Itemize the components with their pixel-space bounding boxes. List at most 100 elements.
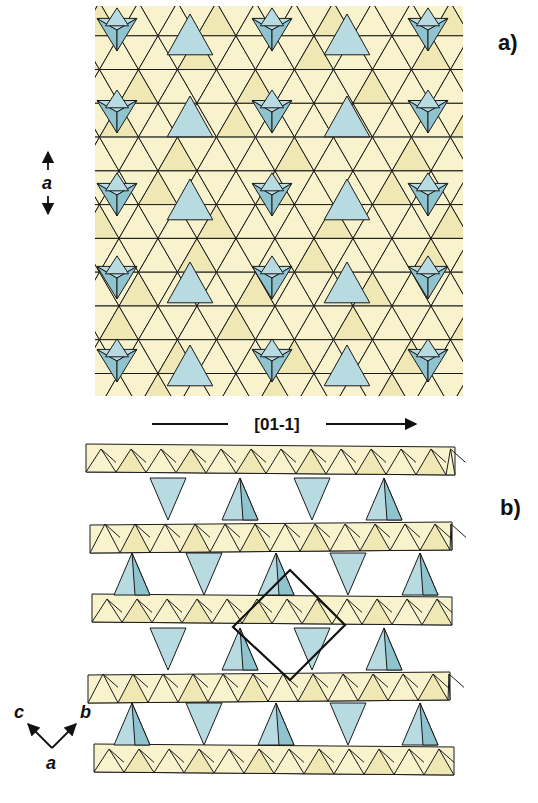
axis-label: c: [14, 703, 24, 721]
tetrahedron: [258, 703, 294, 745]
axis-label: a: [46, 754, 56, 772]
axis-arrow: [52, 724, 76, 748]
octahedron-face: [431, 374, 463, 397]
octahedron-edge: [259, 749, 274, 762]
tetrahedron: [167, 14, 213, 55]
octahedron-edge: [405, 524, 420, 537]
octahedron-face: [360, 524, 390, 551]
octahedron-face: [448, 674, 450, 700]
octahedron-face: [451, 238, 464, 272]
octahedron-edge: [345, 524, 360, 537]
octahedron-face: [422, 599, 452, 625]
tetrahedron: [324, 345, 370, 386]
tetrahedron: [384, 628, 402, 670]
panel-label: a): [498, 32, 518, 54]
tetrahedron: [384, 478, 402, 520]
octahedron-face: [150, 524, 180, 553]
octahedron-face: [92, 599, 122, 622]
tetrahedron: [106, 90, 129, 108]
octahedron-edge: [281, 449, 296, 462]
octahedron-face: [206, 449, 236, 473]
octahedron-face: [152, 599, 182, 623]
octahedron-face: [328, 674, 358, 701]
octahedron-edge: [195, 524, 210, 537]
octahedron-edge: [403, 674, 418, 687]
octahedron-face: [154, 749, 184, 773]
octahedron-face: [326, 449, 356, 474]
octahedron-face: [118, 674, 148, 703]
octahedron-face: [451, 137, 464, 171]
octahedron-edge: [223, 674, 238, 687]
octahedron-face: [424, 749, 454, 775]
octahedron-face: [214, 749, 244, 773]
tetrahedron: [106, 339, 129, 357]
octahedron-face: [238, 674, 268, 702]
tetrahedron: [416, 339, 439, 357]
octahedron-edge: [193, 674, 208, 687]
octahedron-face: [390, 524, 420, 551]
tetrahedron: [258, 553, 294, 595]
octahedron-edge: [107, 599, 122, 612]
axis-label: a: [42, 174, 52, 192]
tetrahedron: [167, 179, 213, 220]
octahedron-edge: [343, 674, 358, 687]
octahedron-face: [451, 340, 464, 374]
octahedron-face: [330, 524, 360, 551]
octahedron-face: [451, 103, 464, 137]
octahedron-edge: [311, 449, 326, 462]
octahedron-edge: [377, 599, 392, 612]
octahedron-edge: [371, 449, 386, 462]
octahedron-edge: [253, 674, 268, 687]
octahedral-layer: [94, 744, 454, 775]
octahedron-edge: [251, 449, 266, 462]
octahedron-edge: [167, 599, 182, 612]
tetrahedron: [420, 553, 438, 595]
octahedron-edge: [255, 524, 270, 537]
octahedral-layer: [90, 522, 452, 553]
octahedron-face: [208, 674, 238, 702]
octahedron-face: [296, 449, 326, 474]
octahedron-face: [94, 749, 124, 772]
octahedron-face: [212, 599, 242, 623]
octahedron-face: [274, 749, 304, 774]
tetrahedron: [330, 703, 366, 745]
unit-cell-outline: [233, 570, 345, 680]
octahedron-face: [124, 749, 154, 773]
direction-label: [01-1]: [254, 416, 299, 433]
octahedron-face: [176, 449, 206, 473]
octahedron-edge: [227, 599, 242, 612]
octahedron-face: [180, 524, 210, 552]
octahedral-layer: [86, 444, 455, 475]
tetrahedron: [114, 553, 150, 595]
octahedron-edge: [437, 599, 452, 612]
octahedron-edge: [229, 749, 244, 762]
octahedron-face: [386, 449, 416, 475]
tetrahedron: [402, 553, 438, 595]
octahedron-edge: [401, 449, 416, 462]
octahedron-edge: [435, 524, 450, 537]
octahedron-edge: [199, 749, 214, 762]
tetrahedron: [324, 96, 370, 137]
octahedron-edge: [431, 449, 446, 462]
tetrahedron: [150, 628, 186, 670]
octahedron-face: [236, 449, 266, 474]
octahedron-face: [451, 306, 464, 340]
tetrahedron: [106, 8, 129, 26]
tetrahedron: [260, 8, 283, 26]
octahedron-face: [451, 6, 464, 36]
octahedron-edge: [105, 524, 120, 537]
octahedron-face: [86, 449, 116, 472]
tetrahedron: [402, 703, 438, 745]
octahedron-face: [451, 272, 464, 306]
tetrahedron: [167, 262, 213, 303]
axis-arrow: [47, 152, 49, 170]
tetrahedron: [366, 628, 402, 670]
octahedron-face: [451, 70, 464, 104]
octahedron-edge: [225, 524, 240, 537]
octahedron-edge: [287, 599, 302, 612]
direction-line: [152, 423, 228, 425]
octahedron-edge: [285, 524, 300, 537]
tetrahedron: [366, 478, 402, 520]
octahedron-edge: [133, 674, 148, 687]
